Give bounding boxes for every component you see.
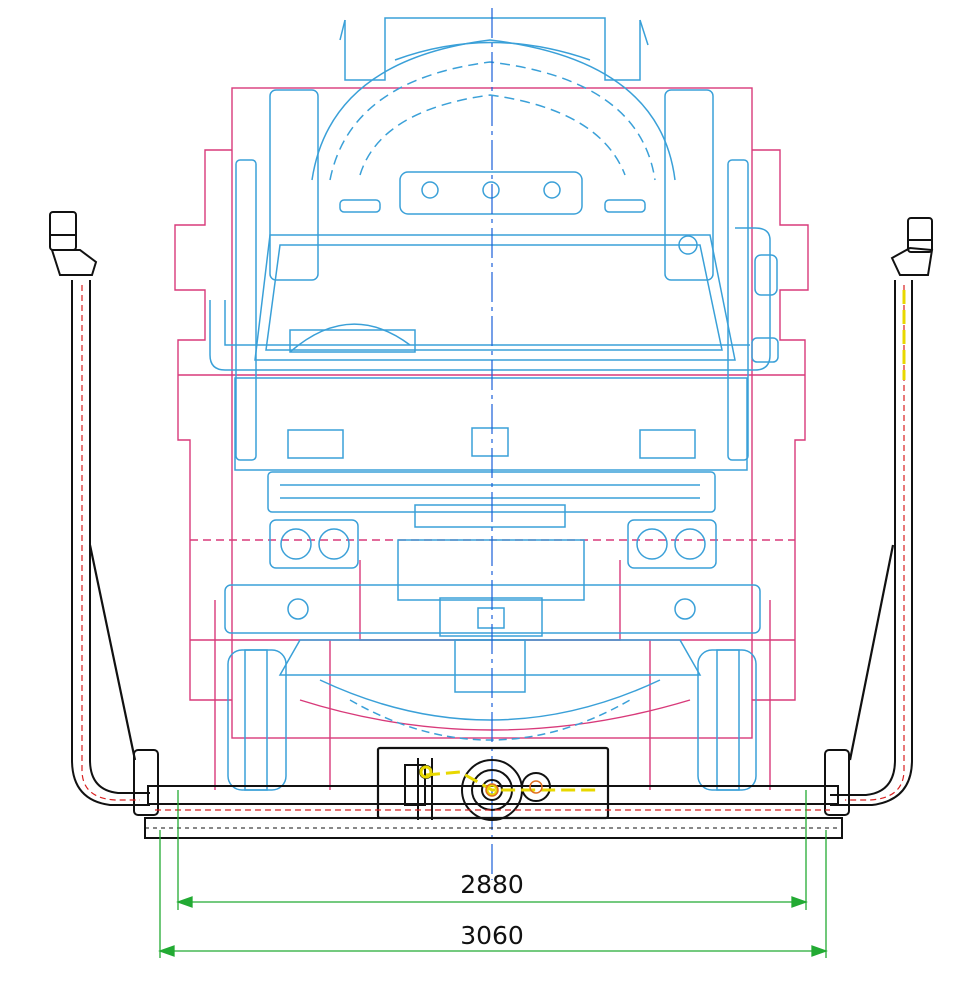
dimension-label-outer: 3060 bbox=[460, 921, 524, 950]
yellow-mechanism bbox=[419, 290, 906, 797]
dimension-label-inner: 2880 bbox=[460, 870, 524, 899]
dimension-lines bbox=[158, 790, 828, 958]
orange-pivots bbox=[485, 780, 543, 797]
blue-truck-outline bbox=[209, 17, 779, 791]
black-frame bbox=[49, 211, 934, 839]
red-hydraulic-lines bbox=[81, 285, 905, 811]
